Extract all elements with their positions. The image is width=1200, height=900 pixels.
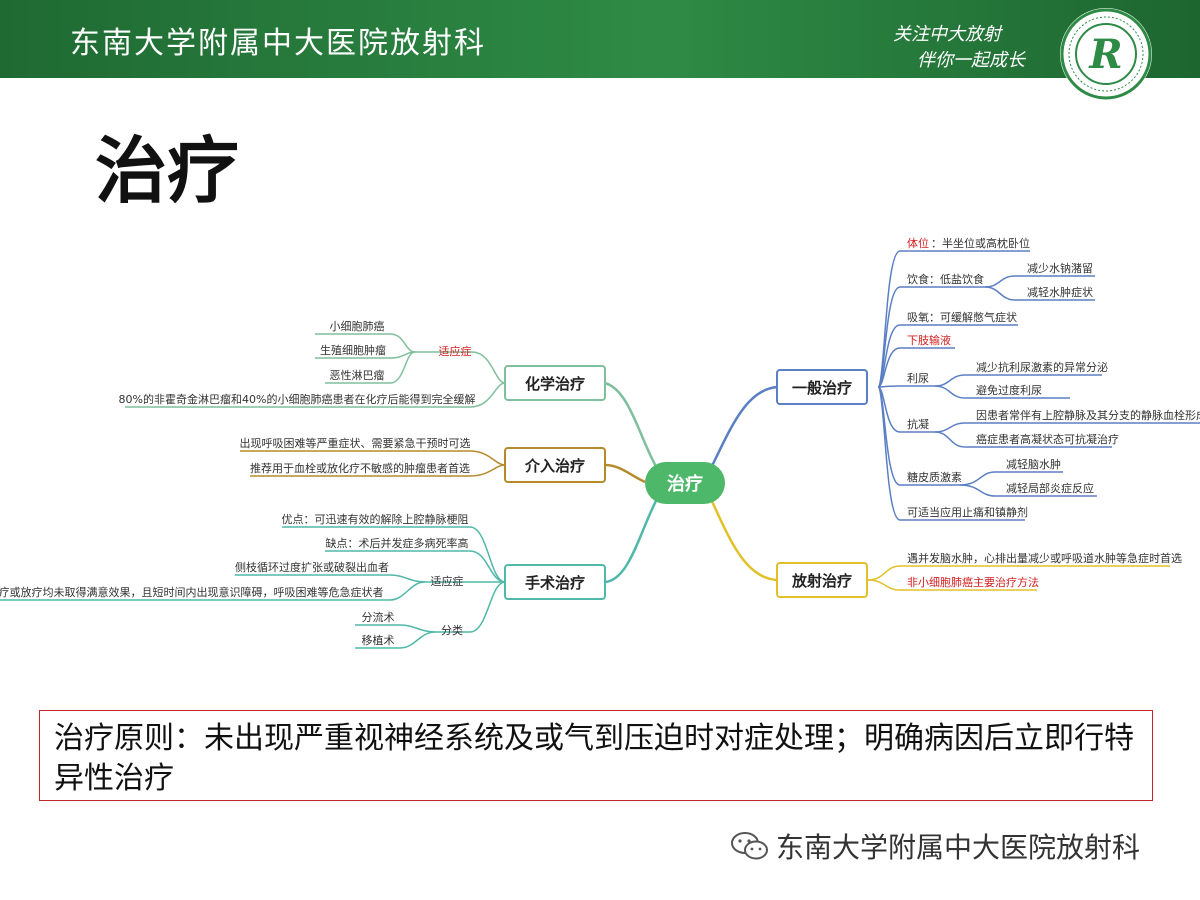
slogan-line-1: 关注中大放射	[893, 24, 1001, 45]
surgery-node	[504, 564, 606, 600]
chemo-indication-label: 适应症	[439, 344, 472, 358]
edge-chemo-note	[125, 382, 506, 408]
general-oxygen: 吸氧：可缓解憋气症状	[907, 310, 1017, 324]
footer-text: 东南大学附属中大医院放射科	[776, 831, 1141, 864]
page-title: 治疗	[95, 129, 240, 213]
chemo-item: 恶性淋巴瘤	[330, 368, 385, 382]
surgery-class-label: 分类	[441, 623, 463, 637]
general-limb: 下肢输液	[907, 333, 951, 347]
general-anticoag: 抗凝	[907, 417, 929, 431]
slogan-line-2: 伴你一起成长	[917, 50, 1025, 71]
center-node	[645, 462, 725, 504]
edge-center-interventional	[604, 463, 646, 484]
surgery-class-item: 移植术	[362, 633, 395, 647]
surgery-indication-label: 适应症	[431, 574, 464, 588]
radiation-node	[776, 562, 868, 598]
center-label: 治疗	[667, 473, 703, 495]
hospital-logo: R	[1058, 6, 1154, 102]
diuresis-item: 避免过度利尿	[976, 383, 1042, 397]
interventional-item: 推荐用于血栓或放化疗不敏感的肿瘤患者首选	[250, 461, 470, 475]
general-node	[776, 369, 868, 405]
steroid-item: 减轻局部炎症反应	[1006, 481, 1094, 495]
edge-center-chemo	[604, 381, 660, 471]
surgery-label: 手术治疗	[525, 574, 585, 592]
edge-center-surgery	[604, 496, 660, 584]
chemo-item: 小细胞肺癌	[330, 319, 385, 333]
surgery-indication-item: 经化疗或放疗均未取得满意效果，且短时间内出现意识障碍，呼吸困难等危急症状者	[0, 585, 384, 599]
radiation-label: 放射治疗	[791, 572, 852, 590]
general-diuresis: 利尿	[907, 372, 929, 385]
general-position-key: 体位	[907, 236, 929, 250]
radiation-item-highlight: 非小细胞肺癌主要治疗方法	[907, 575, 1039, 589]
chemo-note: 80%的非霍奇金淋巴瘤和40%的小细胞肺癌患者在化疗后能得到完全缓解	[119, 392, 476, 406]
chemo-node	[504, 365, 606, 401]
edge-center-radiation	[708, 496, 778, 582]
header-title: 东南大学附属中大医院放射科	[70, 26, 486, 61]
footer-watermark: 东南大学附属中大医院放射科	[730, 826, 1140, 866]
steroid-item: 减轻脑水肿	[1006, 457, 1061, 471]
edge-ind-1	[315, 333, 416, 353]
edge-chemo-indication	[415, 351, 506, 384]
wechat-icon	[731, 832, 768, 860]
edge-center-general	[708, 385, 778, 471]
diet-item: 减轻水肿症状	[1027, 285, 1093, 299]
general-position-val: ：半坐位或高枕卧位	[931, 236, 1030, 250]
interventional-label: 介入治疗	[524, 457, 585, 475]
radiation-item: 遇并发脑水肿，心排出量减少或呼吸道水肿等急症时首选	[907, 551, 1182, 565]
general-steroid: 糖皮质激素	[907, 470, 962, 484]
diuresis-item: 减少抗利尿激素的异常分泌	[976, 360, 1108, 374]
chemo-label: 化学治疗	[525, 375, 585, 393]
diet-item: 减少水钠潴留	[1027, 261, 1093, 275]
general-analgesic: 可适当应用止痛和镇静剂	[907, 505, 1028, 519]
chemo-item: 生殖细胞肿瘤	[320, 343, 386, 357]
surgery-class-item: 分流术	[362, 610, 395, 624]
surgery-indication-item: 侧枝循环过度扩张或破裂出血者	[235, 560, 389, 574]
general-diet: 饮食：低盐饮食	[907, 272, 984, 286]
interventional-item: 出现呼吸困难等严重症状、需要紧急干预时可选	[240, 436, 471, 450]
treatment-principle-box: 治疗原则：未出现严重视神经系统及或气到压迫时对症处理；明确病因后立即行特异性治疗	[39, 710, 1153, 801]
anticoag-item: 癌症患者高凝状态可抗凝治疗	[976, 432, 1119, 446]
surgery-cons: 缺点：术后并发症多病死率高	[326, 536, 469, 550]
header-bar: 东南大学附属中大医院放射科 关注中大放射 伴你一起成长	[0, 0, 1200, 78]
general-label: 一般治疗	[792, 379, 852, 397]
anticoag-item: 因患者常伴有上腔静脉及其分支的静脉血栓形成	[976, 408, 1200, 422]
logo-letter: R	[1088, 31, 1122, 78]
mindmap-diagram: 治疗 化学治疗 介入治疗 手术治疗 一般治疗 放射治疗 适应症 小细胞肺癌 生殖…	[0, 225, 1200, 665]
interventional-node	[504, 447, 606, 483]
surgery-pros: 优点：可迅速有效的解除上腔静脉梗阻	[282, 512, 469, 526]
